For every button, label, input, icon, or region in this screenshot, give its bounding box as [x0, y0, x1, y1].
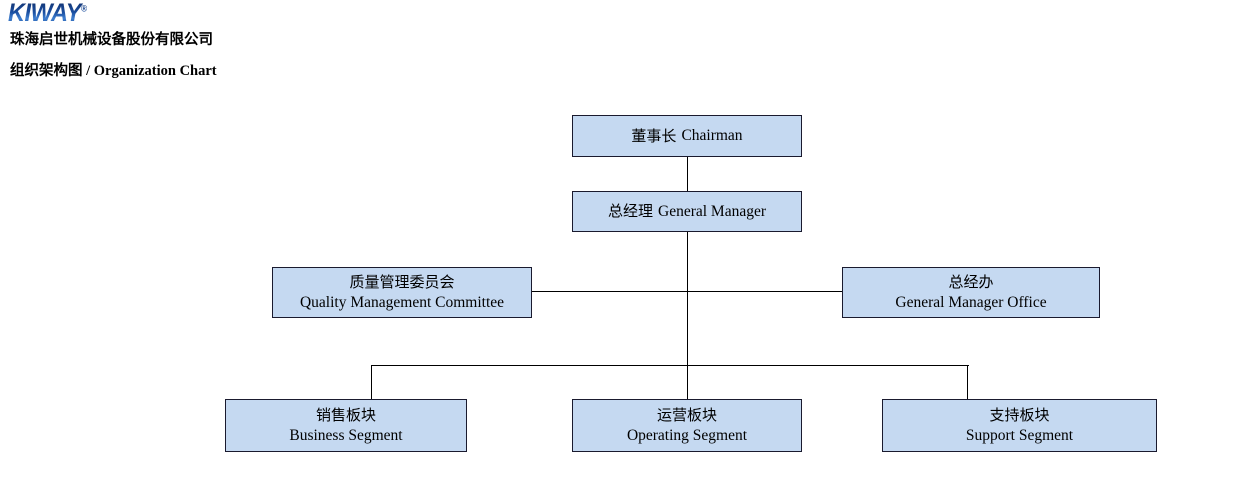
connector-spine-to-operating — [687, 365, 689, 399]
connector-bottom-bus — [372, 365, 969, 367]
node-general-manager-label-en: General Manager — [658, 202, 767, 220]
company-name: 珠海启世机械设备股份有限公司 — [10, 32, 213, 48]
node-operating-segment[interactable]: 运营板块 Operating Segment — [572, 399, 802, 452]
node-chairman-label-en: Chairman — [681, 127, 743, 145]
page-title-en: Organization Chart — [93, 63, 217, 79]
connector-staff-horizontal — [532, 291, 842, 293]
node-general-manager-office[interactable]: 总经办 General Manager Office — [842, 267, 1100, 318]
node-general-manager-label-cn: 总经理 — [607, 202, 653, 221]
node-gmo-label-en: General Manager Office — [895, 293, 1047, 311]
page-title-separator: / — [82, 63, 94, 79]
connector-gm-spine — [687, 232, 689, 366]
node-general-manager[interactable]: 总经理 General Manager — [572, 191, 802, 232]
node-qmc-label-cn: 质量管理委员会 — [349, 272, 455, 291]
connector-chairman-to-gm — [687, 157, 689, 191]
connector-bus-to-support — [967, 365, 969, 399]
node-business-segment[interactable]: 销售板块 Business Segment — [225, 399, 467, 452]
page-title-cn: 组织架构图 — [10, 63, 83, 79]
node-chairman-label-cn: 董事长 — [631, 126, 677, 145]
node-business-segment-label-en: Business Segment — [289, 426, 403, 444]
node-qmc-label-en: Quality Management Committee — [299, 293, 505, 311]
node-quality-management-committee[interactable]: 质量管理委员会 Quality Management Committee — [272, 267, 532, 318]
node-operating-segment-label-cn: 运营板块 — [656, 405, 717, 424]
node-business-segment-label-cn: 销售板块 — [315, 405, 376, 424]
node-support-segment-label-en: Support Segment — [965, 426, 1074, 444]
node-support-segment-label-cn: 支持板块 — [989, 405, 1050, 424]
page-title: 组织架构图 / Organization Chart — [10, 63, 217, 80]
node-support-segment[interactable]: 支持板块 Support Segment — [882, 399, 1157, 452]
node-chairman[interactable]: 董事长 Chairman — [572, 115, 802, 157]
node-gmo-label-cn: 总经办 — [948, 272, 994, 291]
node-operating-segment-label-en: Operating Segment — [626, 426, 748, 444]
connector-bus-to-business — [371, 365, 373, 399]
